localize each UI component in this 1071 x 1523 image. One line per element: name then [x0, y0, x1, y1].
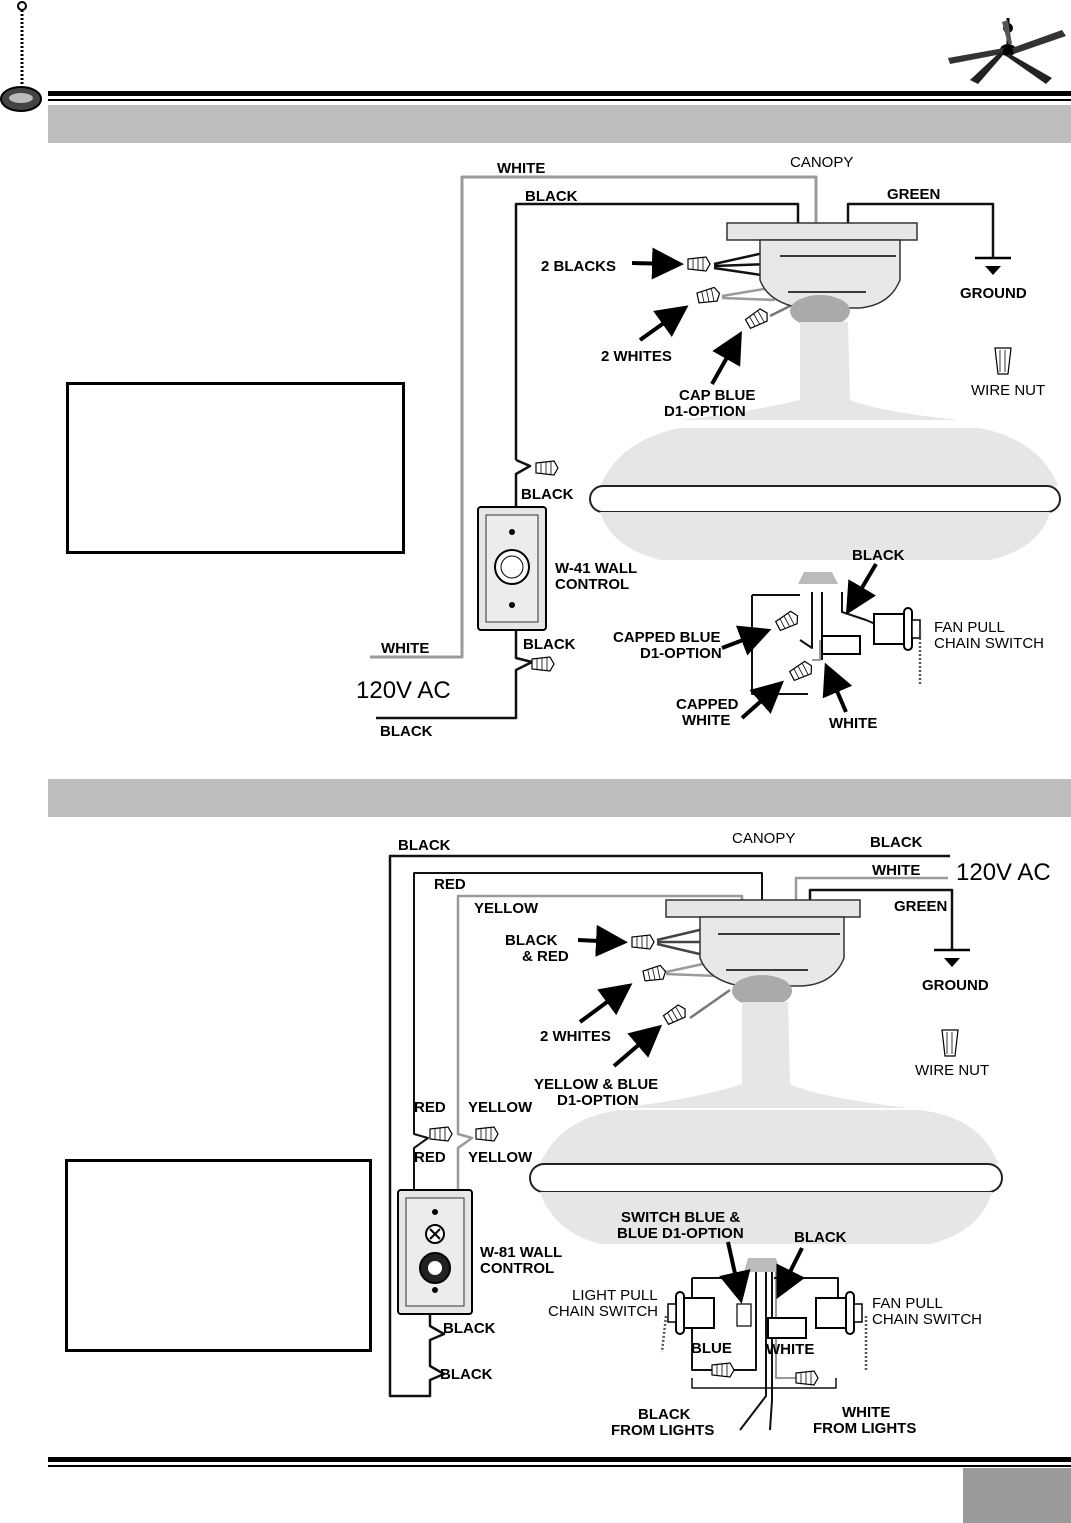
label-120v-ac: 120V AC — [356, 677, 451, 704]
label-black-low: BLACK — [523, 636, 576, 653]
section-band-bottom — [48, 779, 1071, 817]
label-green-2: GREEN — [894, 898, 947, 915]
label-fan-pull-switch-2: CHAIN SWITCH — [872, 1311, 982, 1328]
note-box-top — [66, 382, 405, 554]
label-capped-blue-option: D1-OPTION — [640, 645, 722, 662]
label-wire-nut: WIRE NUT — [971, 382, 1045, 399]
label-black-from-lights-2: FROM LIGHTS — [611, 1422, 714, 1439]
diagram-2: BLACK CANOPY BLACK RED WHITE 120V AC YEL… — [388, 830, 1051, 1439]
wire-nut-icon-2 — [941, 1029, 959, 1057]
label-canopy-2: CANOPY — [732, 830, 795, 847]
label-green: GREEN — [887, 186, 940, 203]
label-capped-white: CAPPED — [676, 696, 739, 713]
label-light-pull-switch: CHAIN SWITCH — [548, 1303, 658, 1320]
ground-symbol-icon — [975, 256, 1011, 275]
label-cap-blue: CAP BLUE — [679, 387, 755, 404]
label-yellow-blue-option: D1-OPTION — [557, 1092, 639, 1109]
label-switch-blue-option: BLUE D1-OPTION — [617, 1225, 744, 1242]
label-black-switch: BLACK — [852, 547, 905, 564]
label-black-right: BLACK — [870, 834, 923, 851]
label-120v-ac-2: 120V AC — [956, 859, 1051, 886]
label-black-top-2: BLACK — [398, 837, 451, 854]
label-2-whites: 2 WHITES — [601, 348, 672, 365]
callout-arrows-2 — [577, 924, 806, 1304]
label-white-left: WHITE — [381, 640, 429, 657]
label-black-top: BLACK — [525, 188, 578, 205]
label-yellow-2: YELLOW — [468, 1149, 533, 1166]
label-red-2: RED — [414, 1149, 446, 1166]
label-ground: GROUND — [960, 285, 1027, 302]
label-white-switch: WHITE — [766, 1341, 814, 1358]
label-2-whites-2: 2 WHITES — [540, 1028, 611, 1045]
note-box-bottom — [65, 1159, 372, 1352]
label-black-from-lights: BLACK — [638, 1406, 691, 1423]
label-fan-pull: FAN PULL — [934, 619, 1005, 636]
ceiling-fan-logo-icon — [948, 18, 1066, 84]
header-rule-thin — [48, 99, 1071, 101]
diagram2-wires — [388, 854, 954, 1431]
fan-assembly-2 — [529, 899, 1003, 1370]
wall-control-w41 — [477, 506, 547, 631]
label-capped-white-2: WHITE — [682, 712, 730, 729]
label-fan-pull-switch: CHAIN SWITCH — [934, 635, 1044, 652]
label-wire-nut-2: WIRE NUT — [915, 1062, 989, 1079]
label-black-red: BLACK — [505, 932, 558, 949]
label-switch-blue: SWITCH BLUE & — [621, 1209, 740, 1226]
label-canopy: CANOPY — [790, 154, 853, 171]
wall-control-w81 — [397, 1189, 473, 1315]
section-band-top — [48, 105, 1071, 143]
label-white-from-lights-2: FROM LIGHTS — [813, 1420, 916, 1437]
fan-assembly-1 — [589, 222, 1061, 684]
label-2-blacks: 2 BLACKS — [541, 258, 616, 275]
label-black-wc-2: BLACK — [440, 1366, 493, 1383]
label-yellow-top: YELLOW — [474, 900, 539, 917]
label-white-bottom: WHITE — [829, 715, 877, 732]
label-capped-blue: CAPPED BLUE — [613, 629, 721, 646]
callout-arrows-1 — [631, 247, 878, 720]
label-w81: W-81 WALL — [480, 1244, 562, 1261]
label-black-wc-1: BLACK — [443, 1320, 496, 1337]
label-ground-2: GROUND — [922, 977, 989, 994]
ground-symbol-icon-2 — [934, 948, 970, 967]
label-yellow-1: YELLOW — [468, 1099, 533, 1116]
label-light-pull: LIGHT PULL — [572, 1287, 658, 1304]
page-number-tab — [963, 1468, 1071, 1523]
label-blue: BLUE — [691, 1340, 732, 1357]
label-w41-control: CONTROL — [555, 576, 629, 593]
footer-rule-thin — [48, 1465, 1071, 1467]
label-black-bottom: BLACK — [380, 723, 433, 740]
label-black-red-2: & RED — [522, 948, 569, 965]
label-red-top: RED — [434, 876, 466, 893]
label-w81-control: CONTROL — [480, 1260, 554, 1277]
label-white-from-lights: WHITE — [842, 1404, 890, 1421]
label-black-switch-2: BLACK — [794, 1229, 847, 1246]
label-black-mid: BLACK — [521, 486, 574, 503]
pull-chain-ornament-icon — [0, 1, 42, 112]
label-red-1: RED — [414, 1099, 446, 1116]
label-w41: W-41 WALL — [555, 560, 637, 577]
label-cap-blue-option: D1-OPTION — [664, 403, 746, 420]
label-white-right: WHITE — [872, 862, 920, 879]
diagram-1: WHITE CANOPY BLACK GREEN 2 BLACKS GROUND… — [356, 154, 1061, 740]
wire-nut-icon — [994, 347, 1012, 375]
label-white-top: WHITE — [497, 160, 545, 177]
header-rule-thick — [48, 91, 1071, 96]
footer-rule-thick — [48, 1457, 1071, 1462]
label-yellow-blue: YELLOW & BLUE — [534, 1076, 658, 1093]
label-fan-pull-2: FAN PULL — [872, 1295, 943, 1312]
